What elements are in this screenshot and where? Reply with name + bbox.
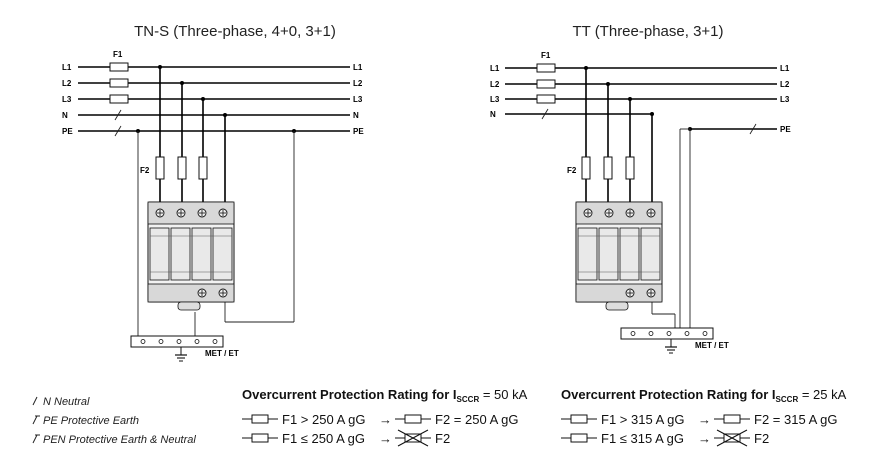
tns-right-label-pe: PE [353,127,364,136]
tt-right-label-l3: L3 [780,95,790,104]
tt-left-label-n: N [490,110,496,119]
legend-pe: PE Protective Earth [43,415,139,427]
tns-surge-protector [148,202,234,310]
tns-left-label-l3: L3 [62,95,72,104]
fuse-icon [714,414,750,424]
tt-right-label-pe: PE [780,125,791,134]
tns-left-label-pe: PE [62,127,73,136]
tns-right-label-l2: L2 [353,79,363,88]
ratings-right-row1-f2: F2 = 315 A gG [754,412,837,427]
tns-drops [136,65,296,336]
ratings-left-row2-f1: F1 ≤ 250 A gG [282,431,365,446]
neutral-slash-icon [32,396,38,406]
tns-f1-label: F1 [113,50,123,59]
arrow-icon: → [698,412,711,427]
ratings-left-row1-f1: F1 > 250 A gG [282,412,365,427]
crossed-fuse-icon [714,429,750,447]
ratings-left-header: Overcurrent Protection Rating for ISCCR … [242,387,528,404]
fuse-icon [395,414,431,424]
fuse-icon [242,433,278,443]
tns-right-label-l1: L1 [353,63,363,72]
tns-f2-fuses [155,156,208,180]
ratings-left: Overcurrent Protection Rating for ISCCR … [242,387,528,447]
tt-f1-label: F1 [541,51,551,60]
tns-neutral-slash [114,109,122,121]
ratings-right-row1-f1: F1 > 315 A gG [601,412,684,427]
tt-left-label-l2: L2 [490,80,500,89]
crossed-fuse-icon [395,429,431,447]
tt-ground-icon [664,338,678,354]
fuse-icon [242,414,278,424]
fuse-icon [561,414,597,424]
arrow-icon: → [379,431,392,446]
tt-pe-slash [749,123,757,135]
tt-right-label-l1: L1 [780,64,790,73]
ratings-right: Overcurrent Protection Rating for ISCCR … [561,387,847,447]
tns-right-label-n: N [353,111,359,120]
tt-surge-protector [576,202,662,310]
legend: N Neutral PE Protective Earth PEN Protec… [32,396,196,446]
tt-right-label-l2: L2 [780,80,790,89]
tns-left-label-l1: L1 [62,63,72,72]
tt-title: TT (Three-phase, 3+1) [572,23,723,40]
tns-earth-bar [130,335,224,348]
ratings-right-row2-f1: F1 ≤ 315 A gG [601,431,684,446]
tns-earth-label: MET / ET [205,349,239,358]
tt-drops [584,66,692,328]
tt-f1-fuses [536,63,556,104]
legend-neutral: N Neutral [43,396,90,408]
fuse-icon [561,433,597,443]
ratings-left-row2-f2: F2 [435,431,450,446]
tns-f2-label: F2 [140,166,150,175]
tt-diagram: TT (Three-phase, 3+1) L1 L2 L3 N L1 L2 L… [490,23,791,354]
arrow-icon: → [379,412,392,427]
tns-left-label-n: N [62,111,68,120]
tns-left-label-l2: L2 [62,79,72,88]
tt-earth-label: MET / ET [695,341,729,350]
tns-ground-icon [174,346,188,362]
tt-earth-bar [620,327,714,340]
pe-slash-icon [32,415,40,425]
tt-f2-label: F2 [567,166,577,175]
ratings-right-header: Overcurrent Protection Rating for ISCCR … [561,387,847,404]
tns-title: TN-S (Three-phase, 4+0, 3+1) [134,23,336,40]
tns-pe-slash [114,125,122,137]
arrow-icon: → [698,431,711,446]
tns-f1-fuses [109,62,129,104]
tns-right-label-l3: L3 [353,95,363,104]
pen-slash-icon [32,434,40,444]
legend-pen: PEN Protective Earth & Neutral [43,434,196,446]
tt-left-label-l3: L3 [490,95,500,104]
tt-left-label-l1: L1 [490,64,500,73]
tns-diagram: TN-S (Three-phase, 4+0, 3+1) L1 L2 L3 N … [62,23,364,362]
ratings-right-row2-f2: F2 [754,431,769,446]
ratings-left-row1-f2: F2 = 250 A gG [435,412,518,427]
tt-neutral-slash [541,108,549,120]
tt-f2-fuses [581,156,635,180]
